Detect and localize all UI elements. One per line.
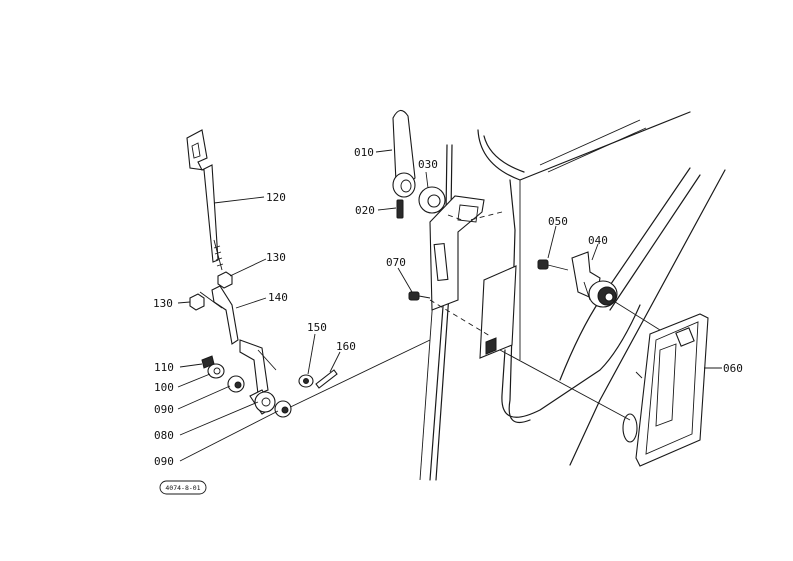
bracket-140 [199,285,277,395]
nut-130-upper [217,271,233,289]
callout-labels: 010 020 030 040 050 060 070 080 090 090 … [153,146,743,468]
collar-080 [249,389,276,415]
callout-090-lower: 090 [154,455,174,468]
lever-010 [392,109,416,198]
callout-100: 100 [154,381,174,394]
washer-150 [298,374,314,388]
assembly-lines [277,211,661,421]
callout-040: 040 [588,234,608,247]
washer-100 [207,363,225,379]
door-handle-060 [622,313,709,467]
callout-110: 110 [154,361,174,374]
callout-050: 050 [548,215,568,228]
pin-160 [315,369,338,389]
bolt-050 [537,259,569,271]
callout-030: 030 [418,158,438,171]
drawing-code: 4074-8-01 [165,484,200,492]
pin-020 [396,199,404,219]
callout-130-upper: 130 [266,251,286,264]
callout-090-upper: 090 [154,403,174,416]
washer-030 [418,186,446,214]
lock-cylinder-040 [571,251,618,308]
callout-070: 070 [386,256,406,269]
latch-recess [479,265,517,359]
callout-020: 020 [355,204,375,217]
callout-160: 160 [336,340,356,353]
rod-120 [186,129,224,271]
callout-140: 140 [268,291,288,304]
callout-080: 080 [154,429,174,442]
nut-130-left [189,293,205,311]
lock-plate [429,195,485,311]
callout-150: 150 [307,321,327,334]
bushing-090-lower [274,400,292,418]
bushing-090-upper [227,375,245,393]
callout-130-left: 130 [153,297,173,310]
leader-lines [177,149,722,462]
callout-010: 010 [354,146,374,159]
callout-060: 060 [723,362,743,375]
callout-120: 120 [266,191,286,204]
screw-070 [408,291,431,301]
drawing-code-badge: 4074-8-01 [159,480,207,495]
